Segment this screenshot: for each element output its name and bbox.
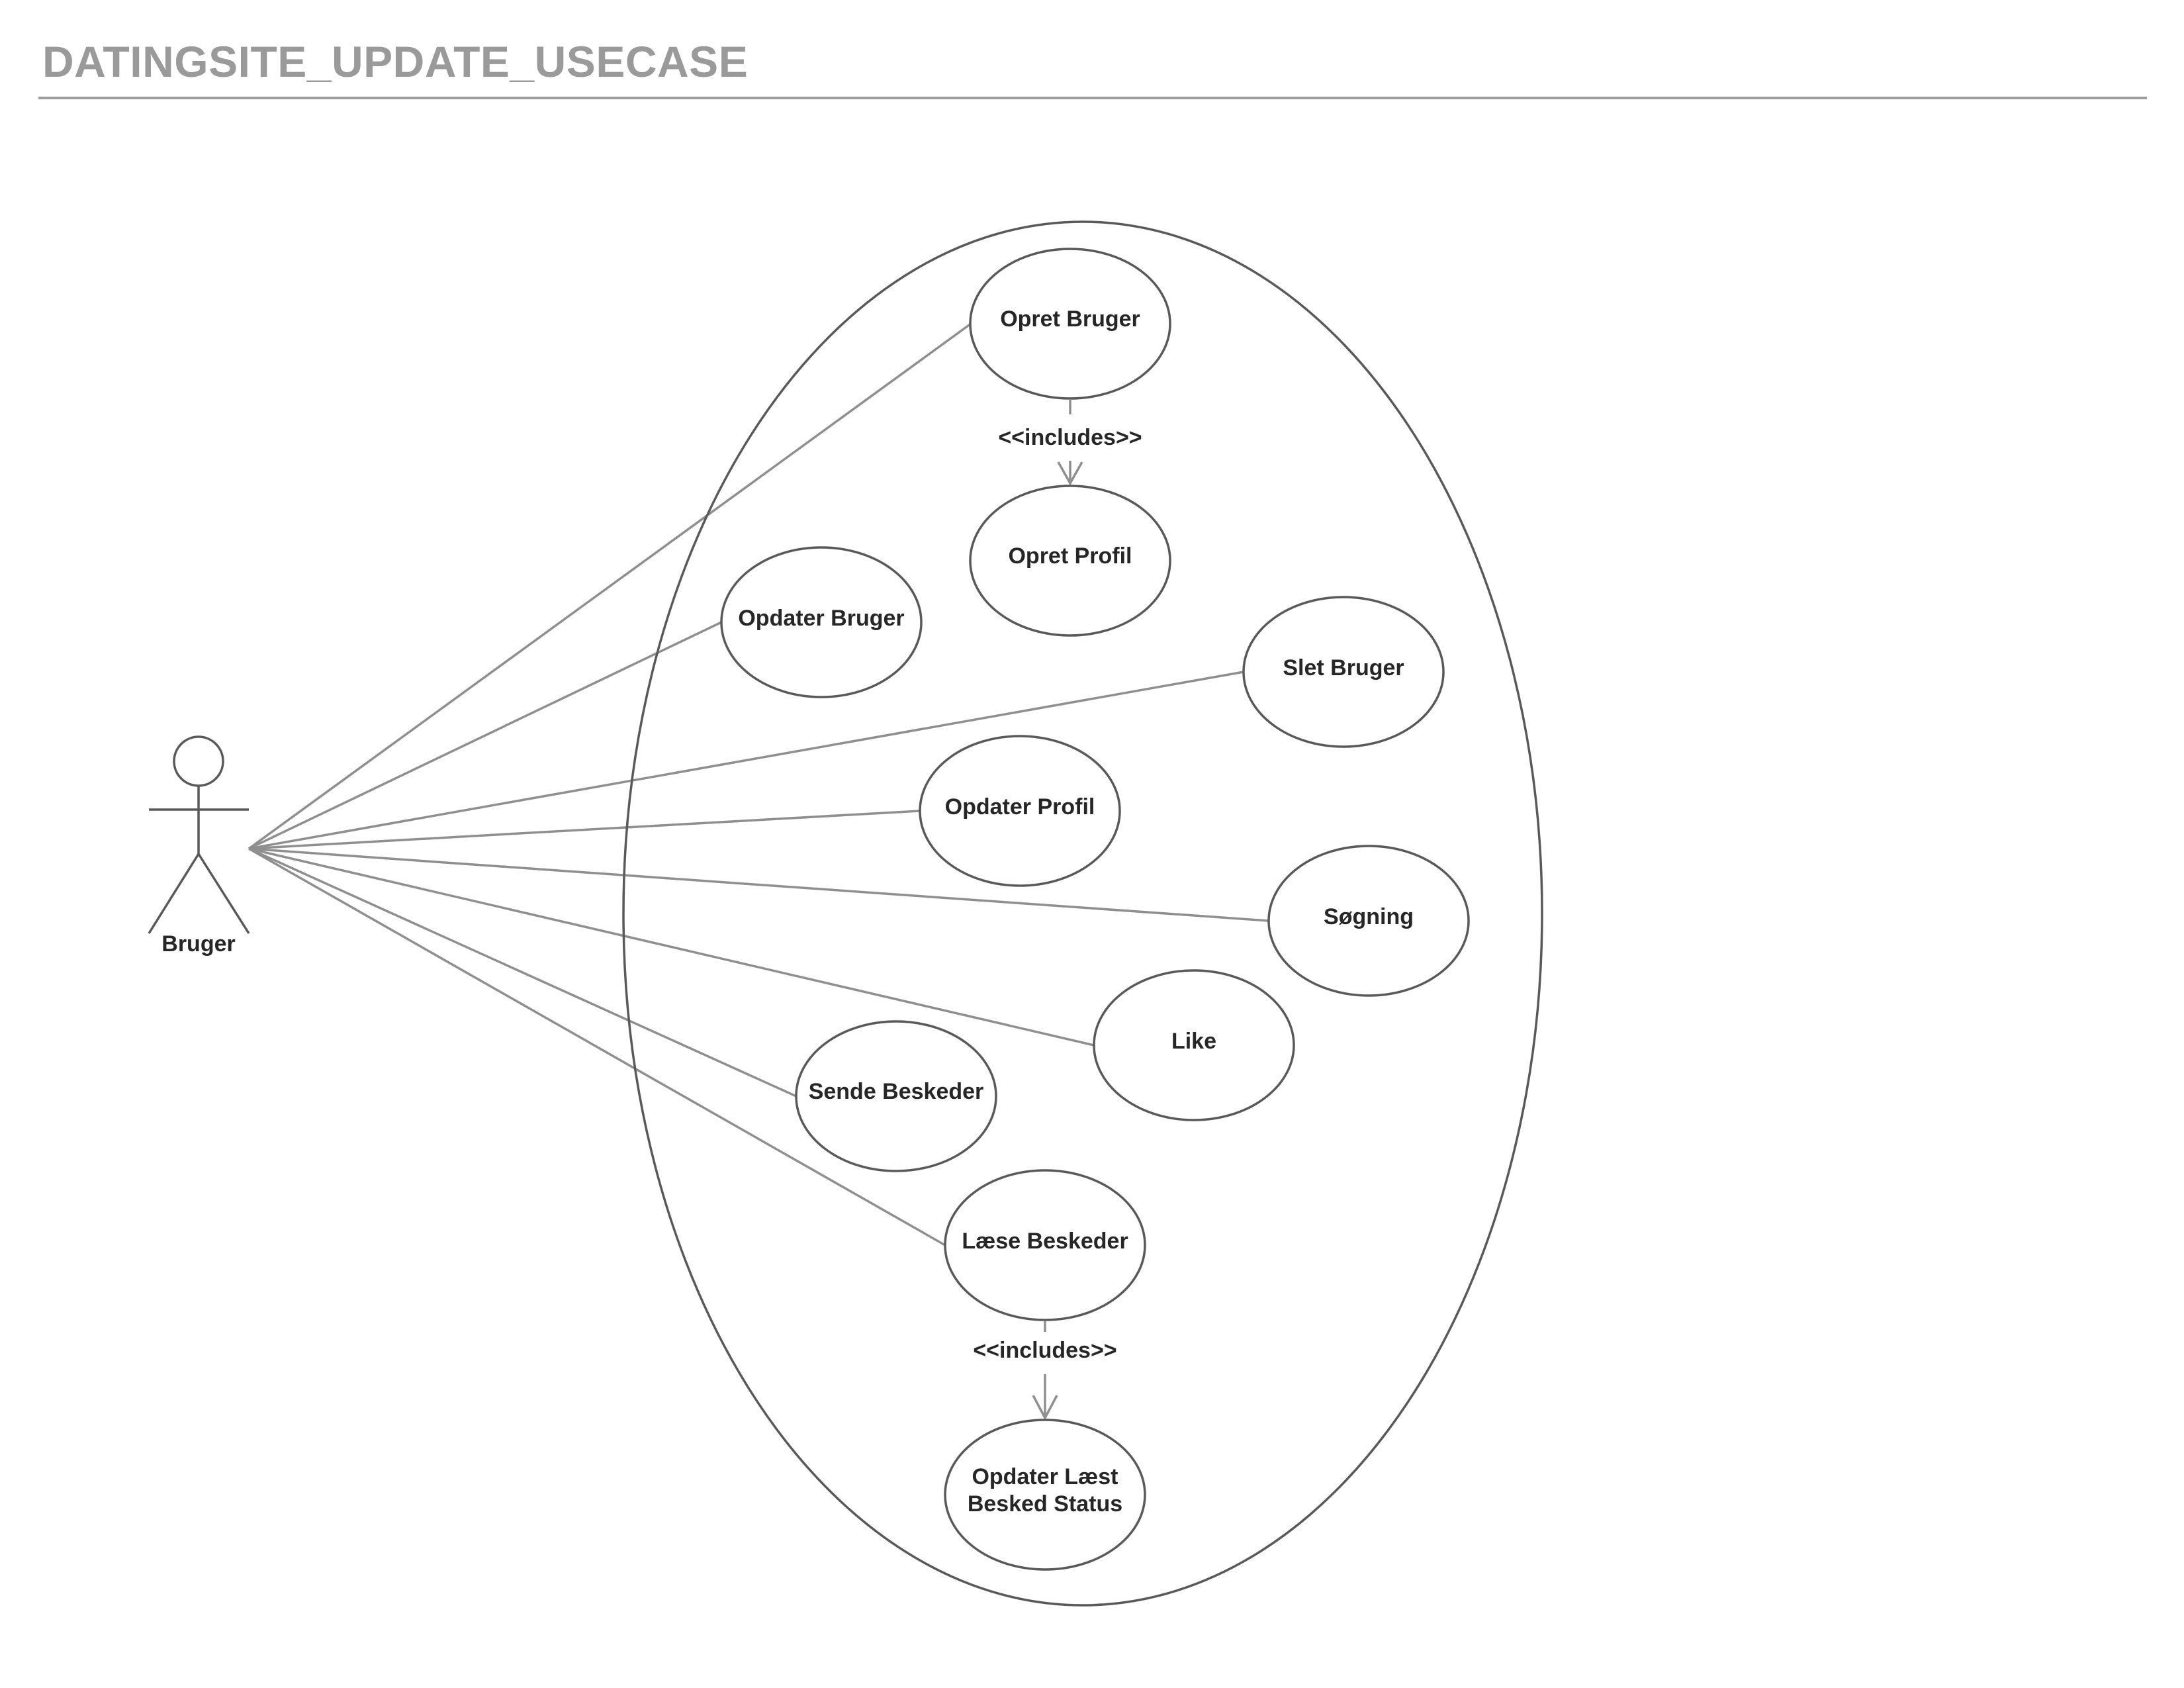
includes-arrowhead-1: [1057, 461, 1083, 486]
use-case-opdater-laest-besked-status[interactable]: Opdater Læst Besked Status: [944, 1419, 1146, 1571]
use-case-ellipse: [1093, 969, 1295, 1121]
use-case-slet-bruger[interactable]: Slet Bruger: [1242, 596, 1445, 748]
use-case-ellipse: [969, 485, 1171, 637]
diagram-title: DATINGSITE_UPDATE_USECASE: [42, 37, 749, 86]
association-sende-beskeder: [248, 847, 797, 1098]
association-opdater-profil: [248, 810, 921, 850]
use-case-laese-beskeder[interactable]: Læse Beskeder: [944, 1169, 1146, 1321]
actor-head: [173, 735, 224, 787]
use-case-like[interactable]: Like: [1093, 969, 1295, 1121]
association-lines: [248, 322, 1269, 1246]
use-case-ellipse: [1242, 596, 1445, 748]
use-case-label: Like: [1171, 1029, 1216, 1054]
actor-label: Bruger: [161, 931, 235, 957]
association-like: [248, 847, 1095, 1047]
use-case-sende-beskeder[interactable]: Sende Beskeder: [795, 1020, 997, 1172]
use-case-opdater-profil[interactable]: Opdater Profil: [919, 735, 1121, 887]
actor-bruger[interactable]: [148, 735, 250, 934]
use-case-label: Søgning: [1324, 904, 1414, 929]
use-case-ellipse: [1267, 845, 1470, 997]
use-case-ellipse: [944, 1419, 1146, 1571]
use-case-label: Læse Beskeder: [962, 1229, 1128, 1254]
use-case-ellipse: [919, 735, 1121, 887]
use-case-label: Opdater Bruger: [738, 606, 904, 631]
includes-relation-1: [1057, 400, 1083, 486]
use-case-opret-profil[interactable]: Opret Profil: [969, 485, 1171, 637]
association-opret-bruger: [248, 322, 972, 850]
system-boundary: [622, 220, 1543, 1607]
use-case-opdater-bruger[interactable]: Opdater Bruger: [720, 546, 923, 698]
title-divider: [38, 97, 2147, 99]
use-case-ellipse: [944, 1169, 1146, 1321]
actor-right-leg: [197, 853, 250, 934]
includes-label-1: <<includes>>: [998, 425, 1142, 450]
use-case-label-line-2: Besked Status: [968, 1491, 1122, 1517]
use-case-soegning[interactable]: Søgning: [1267, 845, 1470, 997]
use-case-ellipse: [720, 546, 923, 698]
use-case-label: Sende Beskeder: [809, 1079, 984, 1104]
association-slet-bruger: [248, 671, 1244, 850]
association-laese-beskeder: [248, 847, 946, 1246]
includes-label-2: <<includes>>: [973, 1338, 1116, 1363]
use-case-label: Slet Bruger: [1283, 655, 1404, 680]
use-case-label: Opret Profil: [1008, 543, 1132, 569]
use-case-label-line-1: Opdater Læst: [972, 1464, 1118, 1489]
use-case-label: Opret Bruger: [1000, 306, 1140, 332]
use-case-ellipse: [969, 248, 1171, 400]
includes-arrowhead-2: [1032, 1395, 1058, 1421]
use-case-opret-bruger[interactable]: Opret Bruger: [969, 248, 1171, 400]
association-opdater-bruger: [248, 621, 722, 850]
actor-left-leg: [148, 853, 200, 934]
use-case-ellipse: [795, 1020, 997, 1172]
use-case-label: Opdater Profil: [945, 794, 1095, 820]
includes-relation-2: [1032, 1321, 1058, 1421]
association-soegning: [248, 847, 1269, 922]
